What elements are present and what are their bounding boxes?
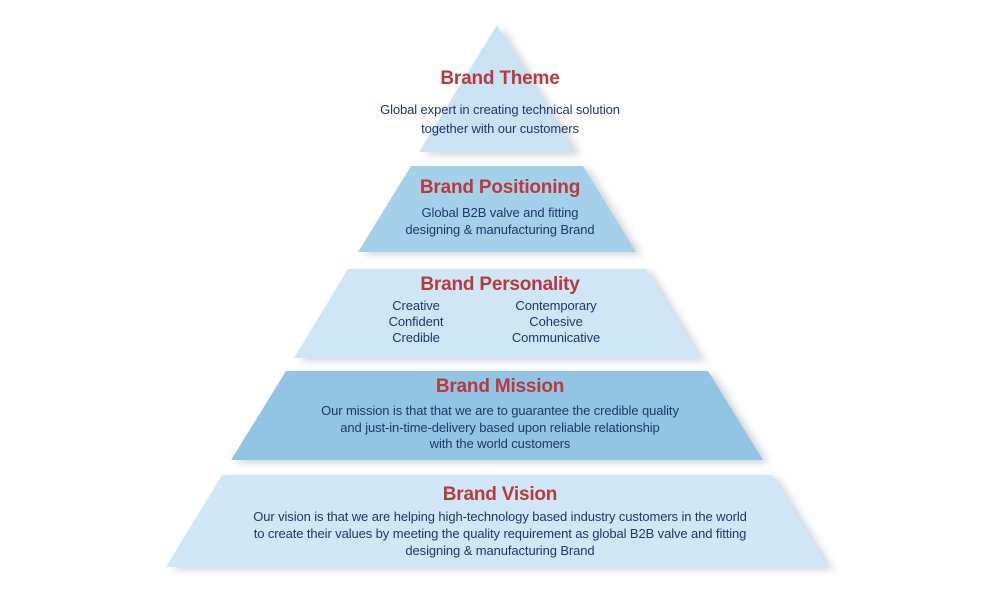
personality-trait: Communicative (511, 330, 601, 345)
pyramid-band-vision-fill (166, 475, 828, 567)
mission-body-line-2: and just-in-time-delivery based upon rel… (340, 419, 660, 435)
mission-body-line-3: with the world customers (429, 436, 571, 451)
pyramid-band-positioning-fill (358, 166, 636, 252)
pyramid-band-mission (231, 371, 763, 460)
personality-trait: Creative (392, 298, 440, 313)
vision-body-line-2: to create their values by meeting the qu… (253, 526, 747, 541)
personality-traits-right-column: Contemporary Cohesive Communicative (486, 298, 626, 346)
personality-heading: Brand Personality (420, 274, 580, 295)
vision-heading: Brand Vision (442, 484, 558, 505)
pyramid-band-positioning (358, 166, 636, 252)
pyramid-band-vision (166, 475, 828, 567)
positioning-body-line-1: Global B2B valve and fitting (421, 205, 579, 220)
pyramid-band-personality-fill (294, 269, 700, 358)
positioning-heading: Brand Positioning (419, 177, 581, 198)
vision-body-line-1: Our vision is that we are helping high-t… (253, 509, 747, 524)
personality-traits-left-column: Creative Confident Credible (346, 298, 486, 346)
mission-heading: Brand Mission (435, 376, 565, 397)
positioning-body-line-2: designing & manufacturing Brand (405, 221, 595, 237)
vision-body-line-3: designing & manufacturing Brand (405, 543, 595, 558)
theme-body-line-1: Global expert in creating technical solu… (380, 102, 620, 117)
vision-body: Our vision is that we are helping high-t… (0, 508, 1000, 559)
mission-body: Our mission is that that we are to guara… (0, 403, 1000, 453)
theme-body-line-2: together with our customers (421, 120, 579, 136)
personality-trait: Credible (392, 330, 440, 345)
mission-body-line-1: Our mission is that that we are to guara… (321, 403, 679, 418)
personality-trait: Confident (388, 314, 444, 329)
pyramid-band-theme (419, 25, 575, 152)
positioning-body: Global B2B valve and fitting designing &… (0, 205, 1000, 238)
pyramid-band-mission-fill (231, 371, 763, 460)
theme-body: Global expert in creating technical solu… (0, 101, 1000, 138)
personality-trait: Contemporary (515, 298, 597, 313)
pyramid-band-personality (294, 269, 700, 358)
theme-heading: Brand Theme (440, 68, 560, 89)
personality-trait: Cohesive (529, 314, 583, 329)
